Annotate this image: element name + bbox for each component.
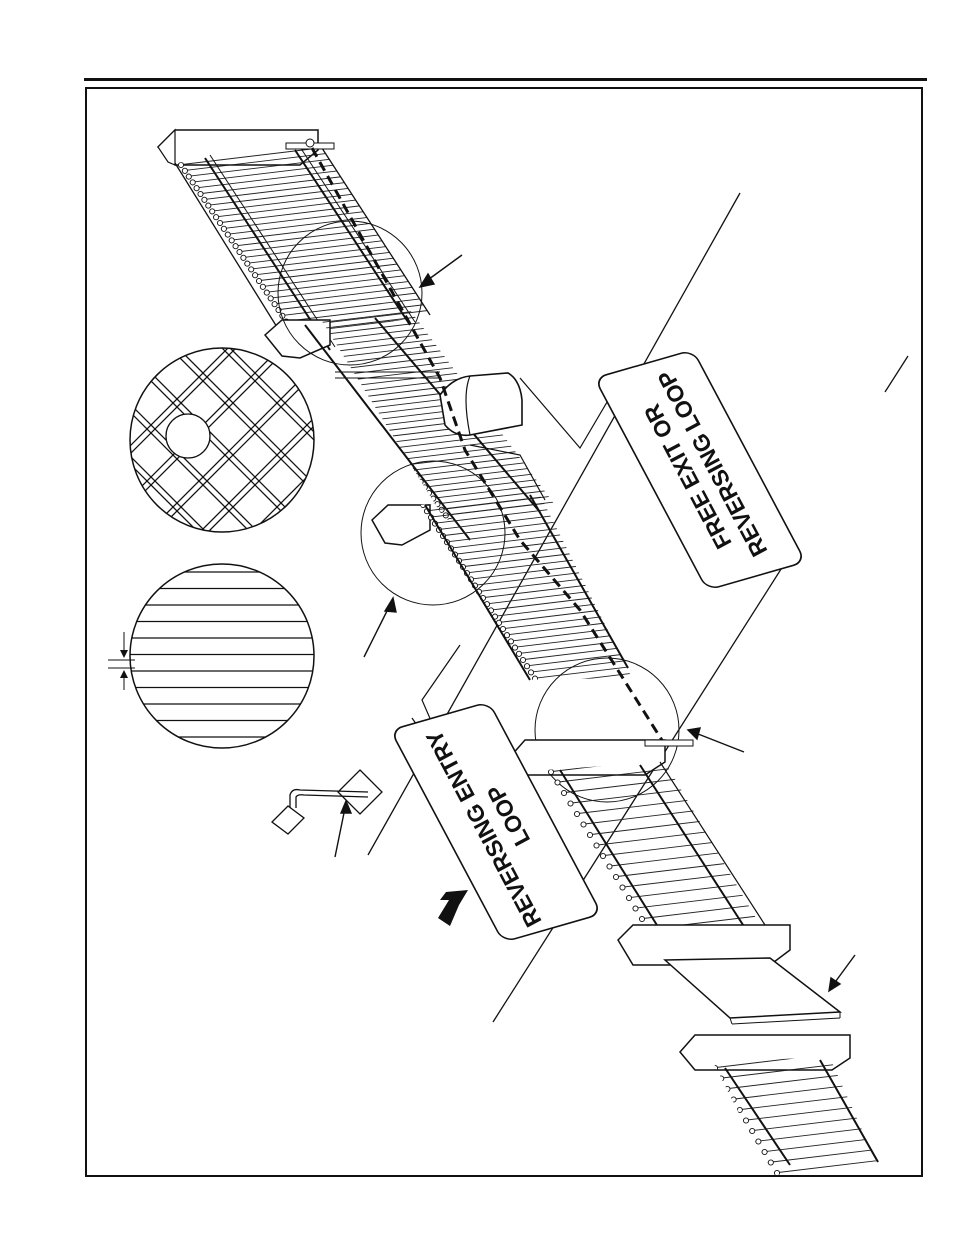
sign-free-exit: FREE EXIT OR REVERSING LOOP	[595, 331, 806, 609]
track-section-bottom	[680, 1035, 904, 1176]
signal-mast	[272, 770, 382, 834]
direction-arrow-icon	[438, 890, 468, 926]
leader-arrows	[335, 255, 855, 991]
detail-circle-lines	[108, 564, 316, 748]
track-section-middle	[265, 306, 607, 540]
track-section-lower	[372, 483, 716, 687]
sign-reversing-entry: REVERSING ENTRY LOOP	[391, 683, 602, 961]
car-block	[440, 373, 522, 435]
terminal-plate	[618, 925, 840, 1024]
detail-circle-grid	[0, 330, 670, 580]
